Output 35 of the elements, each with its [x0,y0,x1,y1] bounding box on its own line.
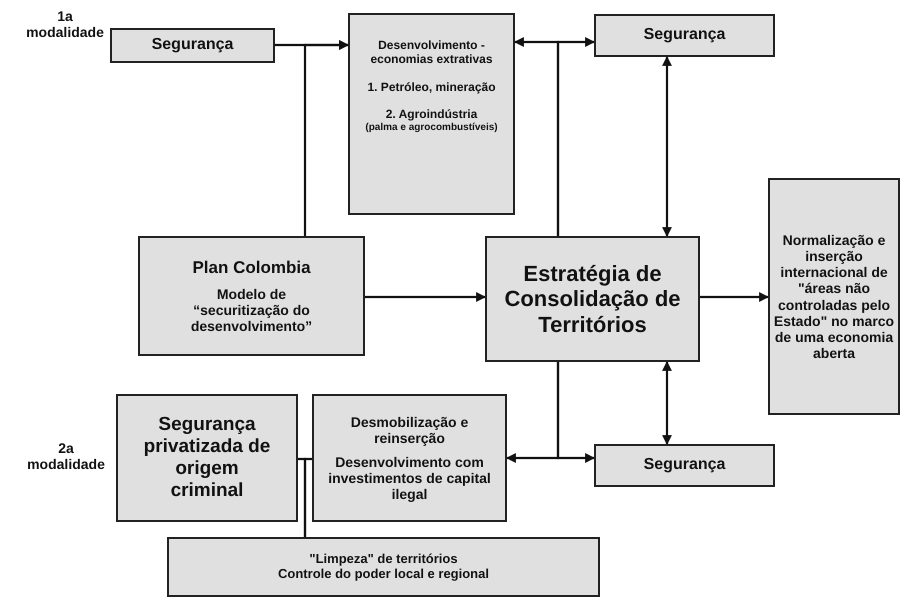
connector-arrow [700,292,769,302]
box-text: Segurança privatizada de origem criminal [142,414,272,502]
text-box [110,28,275,63]
box-text: Desmobilização e reinserção [350,414,470,446]
box-text: Controle do poder local e regional [278,567,489,582]
connector-arrow [304,40,349,236]
box-text: (palma e agrocombustíveis) [365,122,498,134]
box-text: 2. Agroindústria [386,108,478,122]
connector-arrow [556,362,595,463]
text-box [594,14,775,57]
text-box [167,537,600,597]
box-text: Normalização e inserção internacional de "áreas não controladas pelo Estado" no marco de uma economia aberta [773,232,895,361]
text-box [312,394,507,522]
box-text: Segurança [644,456,726,475]
connector-arrow [556,37,595,236]
box-text: Estratégia de Consolidação de Territórios [503,261,682,337]
text-box [348,13,515,215]
text-box [116,394,298,522]
row-label: 1a modalidade [25,8,105,40]
text-box [768,178,900,415]
box-text: Segurança [644,26,726,45]
box-text: Desenvolvimento - economias extrativas [369,39,494,67]
box-text: Plan Colombia [192,258,311,278]
row-label: 2a modalidade [26,440,106,472]
connector-arrow [662,56,672,237]
connector-arrow [365,292,486,302]
box-text: "Limpeza" de territórios [309,552,458,567]
text-box [594,444,775,487]
box-text: Modelo de “securitização do desenvolvimento” [190,286,314,334]
box-text: Segurança [152,36,234,55]
connector-arrow [662,361,672,445]
text-box [485,236,700,362]
box-text: Desenvolvimento com investimentos de capital ilegal [327,454,492,502]
text-box [138,236,365,356]
box-text: 1. Petróleo, mineração [367,80,496,94]
